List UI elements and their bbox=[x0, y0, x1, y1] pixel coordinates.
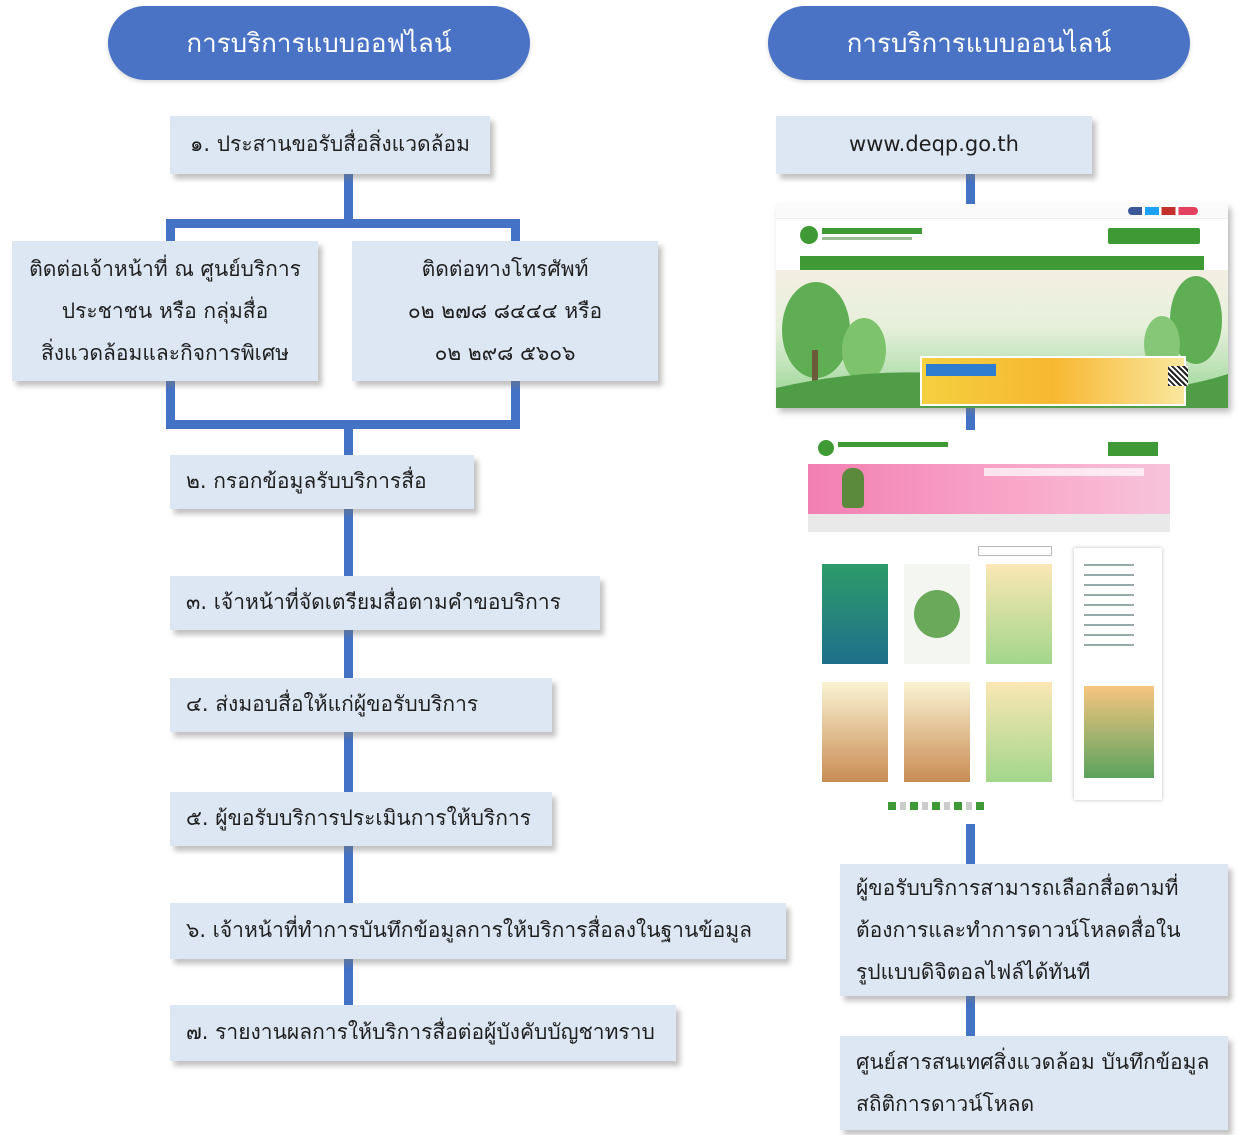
catalog-logo bbox=[818, 440, 834, 456]
offline-header: การบริการแบบออฟไลน์ bbox=[108, 6, 530, 80]
media-thumbnail bbox=[986, 564, 1052, 664]
nav-bar bbox=[800, 256, 1204, 270]
branch-left-line: ประชาชน หรือ กลุ่มสื่อ bbox=[61, 299, 269, 323]
offline-step-1: ๑. ประสานขอรับสื่อสิ่งแวดล้อม bbox=[170, 116, 490, 174]
catalog-mascot bbox=[842, 468, 864, 508]
branch-left-line: ติดต่อเจ้าหน้าที่ ณ ศูนย์บริการ bbox=[29, 257, 301, 281]
sort-dropdown bbox=[978, 546, 1052, 556]
online-step-select-download: ผู้ขอรับบริการสามารถเลือกสื่อตามที่ ต้อง… bbox=[840, 864, 1228, 996]
branch-left-line: สิ่งแวดล้อมและกิจการพิเศษ bbox=[40, 341, 290, 365]
connector-line bbox=[966, 996, 975, 1036]
tree-graphic bbox=[914, 590, 960, 638]
offline-branch-phone: ติดต่อทางโทรศัพท์ ๐๒ ๒๗๘ ๘๔๔๔ หรือ ๐๒ ๒๙… bbox=[352, 241, 658, 381]
offline-step-7: ๗. รายงานผลการให้บริการสื่อต่อผู้บังคับบ… bbox=[170, 1005, 676, 1061]
step-a-line: รูปแบบดิจิตอลไฟล์ได้ทันที bbox=[856, 960, 1091, 984]
step-b-line: ศูนย์สารสนเทศสิ่งแวดล้อม บันทึกข้อมูล bbox=[856, 1050, 1210, 1074]
branch-right-line: ๐๒ ๒๙๘ ๕๖๐๖ bbox=[434, 341, 576, 365]
social-icons bbox=[1128, 207, 1198, 215]
header-button bbox=[1108, 228, 1200, 244]
media-thumbnail bbox=[986, 682, 1052, 782]
online-website: www.deqp.go.th bbox=[776, 116, 1092, 174]
connector-line bbox=[344, 174, 353, 224]
media-thumbnail bbox=[904, 682, 970, 782]
connector-line bbox=[966, 172, 975, 212]
catalog-logo-text bbox=[838, 442, 948, 447]
sidebar-promo bbox=[1084, 686, 1154, 778]
connector-line bbox=[166, 420, 520, 429]
branch-right-line: ๐๒ ๒๗๘ ๘๔๔๔ หรือ bbox=[407, 299, 603, 323]
logo-subtext bbox=[822, 237, 912, 240]
offline-step-2: ๒. กรอกข้อมูลรับบริการสื่อ bbox=[170, 455, 474, 509]
offline-step-3: ๓. เจ้าหน้าที่จัดเตรียมสื่อตามคำขอบริการ bbox=[170, 576, 600, 630]
catalog-header-button bbox=[1108, 442, 1158, 456]
sidebar-list bbox=[1084, 564, 1134, 654]
step-a-line: ต้องการและทำการดาวน์โหลดสื่อใน bbox=[856, 918, 1181, 942]
pagination bbox=[888, 802, 988, 810]
promo-badge bbox=[926, 364, 996, 376]
step-a-line: ผู้ขอรับบริการสามารถเลือกสื่อตามที่ bbox=[856, 876, 1179, 900]
offline-branch-walk-in: ติดต่อเจ้าหน้าที่ ณ ศูนย์บริการ ประชาชน … bbox=[12, 241, 318, 381]
media-catalog-screenshot bbox=[808, 430, 1170, 824]
media-thumbnail bbox=[822, 682, 888, 782]
step-b-line: สถิติการดาวน์โหลด bbox=[856, 1092, 1035, 1116]
offline-step-5: ๕. ผู้ขอรับบริการประเมินการให้บริการ bbox=[170, 792, 552, 846]
connector-line bbox=[166, 219, 520, 228]
media-thumbnail bbox=[822, 564, 888, 664]
branch-right-line: ติดต่อทางโทรศัพท์ bbox=[421, 257, 589, 281]
website-homepage-screenshot bbox=[776, 204, 1228, 408]
online-header: การบริการแบบออนไลน์ bbox=[768, 6, 1190, 80]
logo-text bbox=[822, 228, 922, 234]
catalog-nav bbox=[984, 468, 1144, 476]
offline-step-6: ๖. เจ้าหน้าที่ทำการบันทึกข้อมูลการให้บริ… bbox=[170, 903, 786, 959]
offline-step-4: ๔. ส่งมอบสื่อให้แก่ผู้ขอรับบริการ bbox=[170, 678, 552, 732]
connector-line bbox=[966, 822, 975, 866]
catalog-breadcrumb-bar bbox=[808, 514, 1170, 532]
online-step-record-stats: ศูนย์สารสนเทศสิ่งแวดล้อม บันทึกข้อมูล สถ… bbox=[840, 1036, 1228, 1130]
connector-line bbox=[966, 402, 975, 438]
topbar bbox=[776, 204, 1228, 219]
logo bbox=[800, 226, 818, 244]
qr-code bbox=[1168, 366, 1188, 386]
